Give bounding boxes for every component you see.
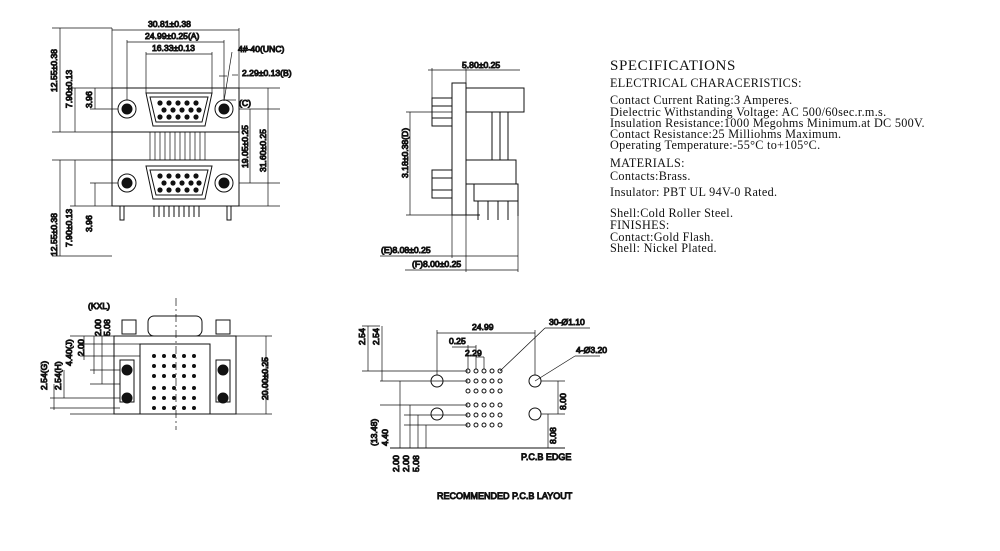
dim-pitch: 19.05±0.25 [240,125,250,168]
upper-d-sub-shell [145,92,213,127]
dim-side-top: 5.80±0.25 [462,60,500,70]
spec-shell: Shell:Cold Roller Steel. [610,206,734,220]
spec-materials-line: Contacts:Brass. [610,169,691,183]
pcb-dimension-lines [362,325,600,448]
middle-body [111,131,240,161]
front-view: 30.81±0.38 24.99±0.25(A) 16.33±0.13 4#-4… [49,19,293,257]
spec-finishes-line: Shell: Nickel Plated. [610,241,717,255]
side-contact-grid [152,354,196,410]
dim-e: (E)8.08±0.25 [381,245,431,255]
side-base [473,183,519,202]
pcb-dim-8-08: 8.08 [548,427,558,444]
pcb-dim-2-54b: 2.54 [371,328,381,345]
dim-2-00a: 2.00 [93,319,103,336]
pcb-edge-label: P.C.B EDGE [521,452,571,462]
lower-d-sub-shell [145,165,213,200]
side-view: 5.80±0.25 3.18±0.38(D) (E)8.08±0.25 (F)8… [380,60,525,272]
lower-side-dimension-lines [50,335,272,415]
dim-kxl: (KXL) [88,301,110,311]
inner-housing [139,343,211,415]
pcb-dim-2-54a: 2.54 [357,328,367,345]
pcb-dim-4-40: 4.40 [380,429,390,446]
pcb-dim-0-25: 0.25 [449,336,466,346]
spec-electrical-line: Operating Temperature:-55°C to+105°C. [610,138,821,152]
pcb-dim-24-99: 24.99 [472,322,494,332]
pcb-dim-5-08: 5.08 [411,455,421,472]
spec-finishes-line: Contact:Gold Flash. [610,230,714,244]
upper-side-body [465,87,525,113]
right-screw-head [215,319,231,335]
middle-ribs [149,132,206,160]
dim-top-12-55: 12.55±0.38 [49,49,59,92]
dim-height: 31.60±0.25 [258,129,268,172]
dim-4-40: 4.40(J) [64,339,74,366]
lower-d-sub-insert [149,169,209,196]
lower-contact-pins [157,173,202,193]
dim-inner: 16.33±0.13 [152,43,195,53]
side-shell-plate [451,82,467,216]
thread-note: 4#-40(UNC) [238,44,284,54]
pcb-mount-hole-br [528,407,542,421]
front-dimension-lines [52,27,280,257]
pcb-mount-hole-bl [430,407,444,421]
pcb-dim-8-00: 8.00 [558,393,568,410]
dim-2-00b: 2.00 [76,339,86,356]
side-dimension-lines [380,68,520,272]
pcb-dim-2-29: 2.29 [465,348,482,358]
dim-2-54g: 2.54(G) [39,361,49,390]
spec-finishes-heading: FINISHES: [610,218,670,232]
lower-side-body [465,159,517,185]
spec-electrical-line: Contact Current Rating:3 Amperes. [610,93,793,107]
dim-bottom-12-55: 12.55±0.38 [49,213,59,256]
dim-c: (C) [239,98,251,108]
pcb-caption: RECOMMENDED P.C.B LAYOUT [437,491,573,501]
pcb-dim-2-00b: 2.00 [401,455,411,472]
pcb-dim-hole-big: 4-Ø3.20 [576,345,607,355]
spec-electrical-line: Insulation Resistance:1000 Megohms Minim… [610,116,925,130]
dim-a: 24.99±0.25(A) [145,31,200,41]
lower-side-view: (KXL) 2.00 5.08 2.00 4.40(J) 2.54(G) 2.5… [39,298,272,430]
spec-materials-heading: MATERIALS: [610,156,685,170]
left-screw-head [121,319,137,335]
dim-d: 3.18±0.38(D) [400,128,410,178]
upper-contact-pins [157,100,202,120]
top-d-shell [147,315,203,337]
lower-screw-side [431,169,453,199]
dim-b: 2.29±0.13(B) [242,68,292,78]
dim-top-3-96: 3.96 [84,91,94,108]
dim-20-00: 20.00±0.25 [260,357,270,400]
dim-5-08: 5.08 [102,319,112,336]
side-frame [465,112,480,216]
pcb-dim-2-00: 2.00 [391,455,401,472]
dim-f: (F)8.00±0.25 [412,259,461,269]
spec-electrical-line: Dielectric Withstanding Voltage: AC 500/… [610,105,887,119]
pcb-dim-hole-small: 30-Ø1.10 [549,317,585,327]
dim-2-54h: 2.54(H) [53,361,63,390]
board-pins [119,205,232,221]
spec-electrical-heading: ELECTRICAL CHARACERISTICS: [610,76,802,90]
pcb-dim-13-48: (13.48) [369,419,379,446]
spec-materials-line: Insulator: PBT UL 94V-0 Rated. [610,185,778,199]
dim-bottom-3-96: 3.96 [84,215,94,232]
dim-bottom-7-90: 7.90±0.13 [64,209,74,247]
upper-d-sub-insert [149,96,209,123]
spec-title: SPECIFICATIONS [610,58,736,74]
side-pins [477,112,519,220]
pcb-layout: 24.99 30-Ø1.10 4-Ø3.20 0.25 2.29 2.54 2.… [357,317,608,502]
dim-top-7-90: 7.90±0.13 [64,70,74,108]
spec-electrical-line: Contact Resistance:25 Milliohms Maximum. [610,127,842,141]
lower-right-screw-icon [214,173,234,193]
pcb-signal-holes [465,368,503,428]
dim-overall-width: 30.81±0.38 [148,19,191,29]
